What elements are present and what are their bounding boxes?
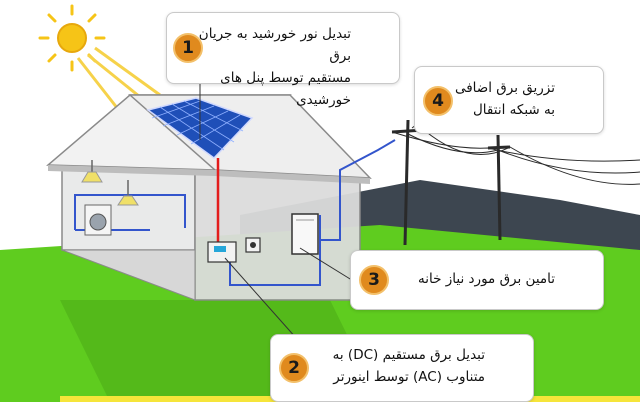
callout-3-badge: 3 xyxy=(359,265,389,295)
callout-1: تبدیل نور خورشید به جریان برق مستقیم توس… xyxy=(166,12,400,108)
distribution-box-icon xyxy=(291,213,319,255)
callout-4-line1: تزریق برق اضافی xyxy=(454,80,555,96)
washing-machine-icon xyxy=(84,204,112,236)
inverter-icon xyxy=(207,241,237,263)
callout-4-line2: به شبکه انتقال xyxy=(473,102,555,118)
callout-3-text: تامین برق مورد نیاز خانه xyxy=(359,268,555,290)
callout-1-badge: 1 xyxy=(173,33,203,63)
ceiling-lamp-icon xyxy=(81,160,139,206)
callout-4-text: تزریق برق اضافی به شبکه انتقال xyxy=(423,77,555,121)
callout-3-line1: تامین برق مورد نیاز خانه xyxy=(418,271,555,287)
callout-1-line1: تبدیل نور خورشید به جریان برق xyxy=(198,26,351,64)
callout-1-text: تبدیل نور خورشید به جریان برق مستقیم توس… xyxy=(175,23,351,111)
utility-pole-icon xyxy=(391,119,511,246)
callout-1-line2: مستقیم توسط پنل های خورشیدی xyxy=(220,70,351,108)
power-lines xyxy=(391,129,640,185)
callout-2: تبدیل برق مستقیم (DC) به متناوب (AC) توس… xyxy=(270,334,534,402)
callout-2-line2: متناوب (AC) توسط اینورتر xyxy=(333,369,485,385)
callout-3: تامین برق مورد نیاز خانه 3 xyxy=(350,250,604,310)
callout-2-line1: تبدیل برق مستقیم (DC) به xyxy=(332,347,485,363)
meter-icon xyxy=(245,237,261,253)
callout-4-badge: 4 xyxy=(423,86,453,116)
callout-2-text: تبدیل برق مستقیم (DC) به متناوب (AC) توس… xyxy=(279,344,485,388)
callout-4: تزریق برق اضافی به شبکه انتقال 4 xyxy=(414,66,604,134)
callout-2-badge: 2 xyxy=(279,353,309,383)
